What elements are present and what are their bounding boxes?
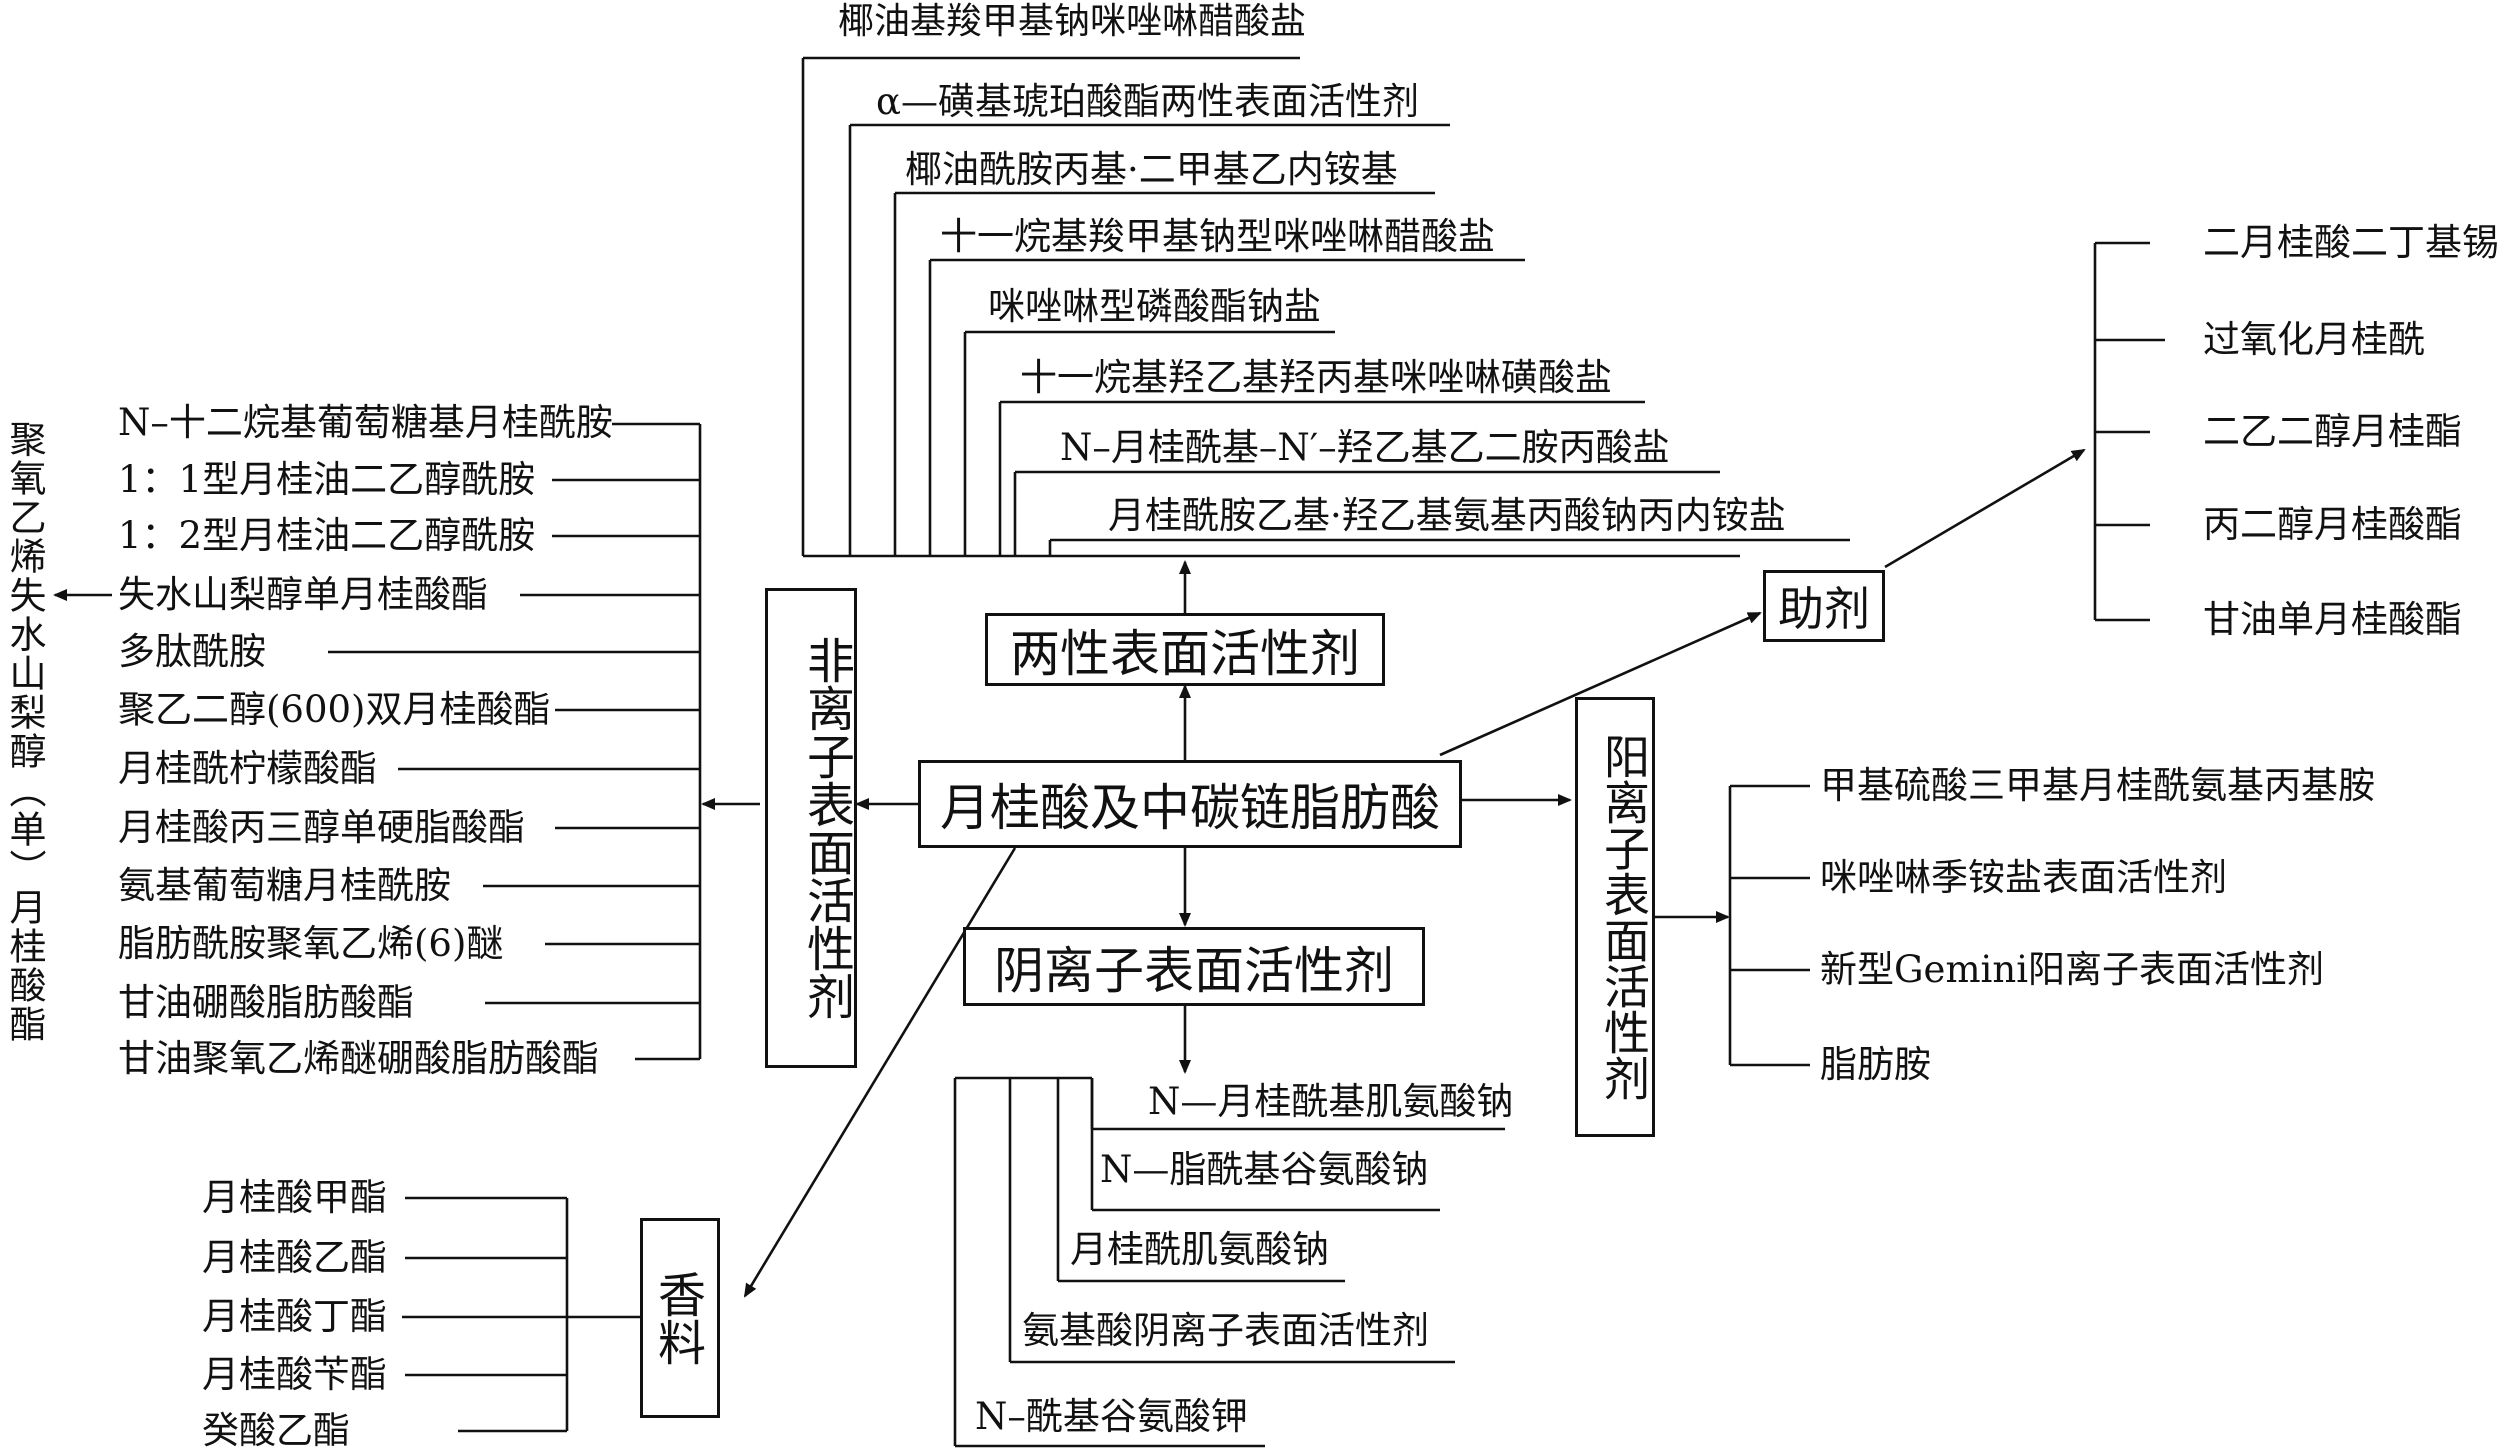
- nonionic-item: 月桂酰柠檬酸酯: [118, 747, 377, 790]
- center-node: 月桂酸及中碳链脂肪酸: [918, 760, 1462, 848]
- cationic-item: 甲基硫酸三甲基月桂酰氨基丙基胺: [1820, 764, 2375, 807]
- cationic-node: 阳离子表面活性剂: [1575, 697, 1655, 1137]
- nonionic-item: 氨基葡萄糖月桂酰胺: [118, 864, 451, 907]
- nonionic-node: 非离子表面活性剂: [765, 588, 857, 1068]
- anionic-item: 月桂酰肌氨酸钠: [1070, 1228, 1329, 1271]
- nonionic-item: 甘油硼酸脂肪酸酯: [118, 981, 414, 1024]
- amphoteric-item: 十一烷基羧甲基钠型咪唑啉醋酸盐: [940, 215, 1495, 258]
- nonionic-item: 脂肪酰胺聚氧乙烯(6)醚: [118, 922, 504, 965]
- amphoteric-item: α—磺基琥珀酸酯两性表面活性剂: [876, 80, 1419, 123]
- amphoteric-item: 月桂酰胺乙基·羟乙基氨基丙酸钠丙内铵盐: [1108, 494, 1786, 537]
- amphoteric-item: 椰油基羧甲基钠咪唑啉醋酸盐: [838, 1, 1307, 42]
- nonionic-item: 1：2型月桂油二乙醇酰胺: [118, 514, 536, 557]
- amphoteric-item: 十一烷基羟乙基羟丙基咪唑啉磺酸盐: [1020, 356, 1612, 399]
- anionic-item: N—脂酰基谷氨酸钠: [1100, 1148, 1429, 1191]
- amphoteric-item: 咪唑啉型磷酸酯钠盐: [988, 285, 1321, 328]
- nonionic-item: 甘油聚氧乙烯醚硼酸脂肪酸酯: [118, 1037, 599, 1080]
- auxiliary-node: 助剂: [1763, 570, 1885, 642]
- nonionic-item: 聚乙二醇(600)双月桂酸酯: [118, 688, 551, 731]
- nonionic-item: 1：1型月桂油二乙醇酰胺: [118, 458, 536, 501]
- amphoteric-item: 椰油酰胺丙基·二甲基乙内铵基: [905, 148, 1398, 191]
- cationic-item: 咪唑啉季铵盐表面活性剂: [1820, 856, 2227, 899]
- fragrance-item: 月桂酸乙酯: [202, 1236, 387, 1279]
- amphoteric-node: 两性表面活性剂: [985, 613, 1385, 686]
- anionic-item: 氨基酸阴离子表面活性剂: [1022, 1309, 1429, 1352]
- auxiliary-item: 过氧化月桂酰: [2203, 318, 2425, 361]
- nonionic-item: 月桂酸丙三醇单硬脂酸酯: [118, 806, 525, 849]
- auxiliary-item: 二月桂酸二丁基锡: [2203, 221, 2499, 264]
- fragrance-item: 月桂酸丁酯: [202, 1295, 387, 1338]
- nonionic-item: 多肽酰胺: [118, 630, 266, 673]
- fragrance-node: 香料: [640, 1218, 720, 1418]
- cationic-item: 脂肪胺: [1820, 1043, 1931, 1086]
- fragrance-item: 月桂酸苄酯: [202, 1353, 387, 1396]
- anionic-item: N–酰基谷氨酸钾: [975, 1395, 1248, 1438]
- auxiliary-item: 二乙二醇月桂酯: [2203, 410, 2462, 453]
- nonionic-item: 失水山梨醇单月桂酸酯: [118, 573, 488, 616]
- amphoteric-item: N–月桂酰基–N′–羟乙基乙二胺丙酸盐: [1060, 426, 1670, 469]
- fragrance-item: 癸酸乙酯: [202, 1409, 350, 1449]
- fragrance-item: 月桂酸甲酯: [202, 1176, 387, 1219]
- auxiliary-item: 甘油单月桂酸酯: [2203, 598, 2462, 641]
- cationic-item: 新型Gemini阳离子表面活性剂: [1820, 948, 2325, 991]
- anionic-item: N—月桂酰基肌氨酸钠: [1148, 1080, 1514, 1123]
- auxiliary-item: 丙二醇月桂酸酯: [2203, 503, 2462, 546]
- nonionic-derived: 聚氧乙烯失水山梨醇（单）月桂酸酯: [3, 420, 46, 1044]
- anionic-node: 阴离子表面活性剂: [963, 927, 1425, 1006]
- nonionic-item: N–十二烷基葡萄糖基月桂酰胺: [118, 401, 613, 444]
